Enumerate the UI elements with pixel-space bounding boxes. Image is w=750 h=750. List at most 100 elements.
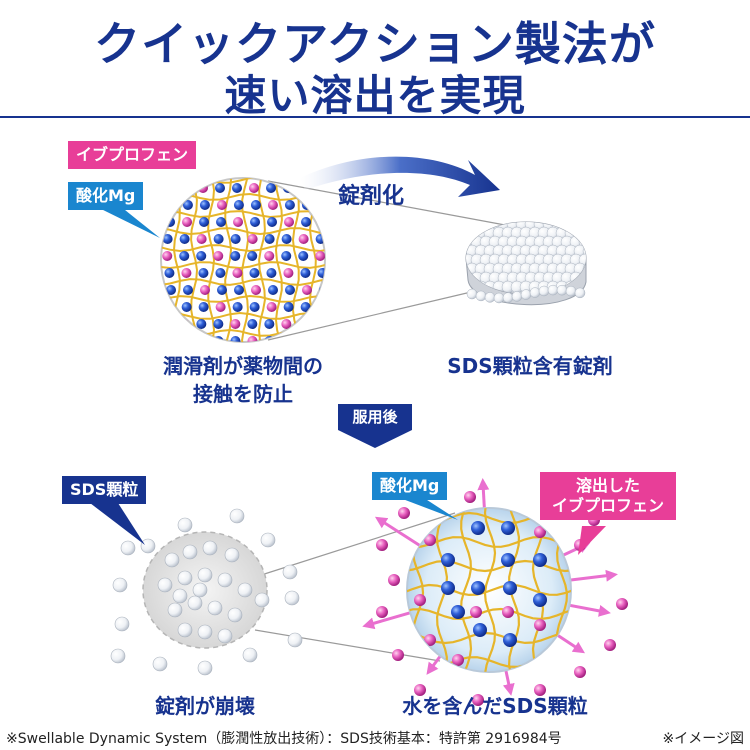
magnesium-oxide-particle (181, 183, 191, 193)
granule-bead (110, 648, 126, 664)
released-ibuprofen-line-2: イブプロフェン (552, 496, 665, 515)
ibuprofen-particle (215, 302, 226, 312)
magnesium-oxide-particle (281, 234, 292, 244)
magnesium-oxide-particle (198, 268, 209, 278)
magnesium-oxide-particle (216, 217, 227, 227)
magnesium-oxide-particle (266, 268, 277, 278)
magnesium-oxide-particle (247, 319, 258, 329)
grid-fiber (257, 178, 266, 342)
ibuprofen-particle (452, 654, 464, 666)
magnesium-oxide-particle (182, 200, 193, 210)
granule-bead (574, 287, 586, 299)
granule-bead (511, 291, 523, 302)
ibuprofen-particle (181, 268, 192, 278)
magnesium-oxide-particle (247, 251, 258, 261)
footnote-image-note: ※イメージ図 (662, 731, 744, 747)
ibuprofen-particle (424, 534, 436, 546)
grid-fiber (459, 508, 473, 672)
grid-fiber (241, 178, 250, 342)
granule-bead (164, 552, 180, 568)
crumbling-tablet (110, 508, 303, 676)
granule-microstructure (160, 170, 333, 350)
ibuprofen-particle (250, 285, 261, 295)
tableting-label: 錠剤化 (338, 184, 405, 209)
grid-fiber (161, 261, 325, 270)
released-ibuprofen-particle (472, 694, 484, 706)
magnesium-oxide-particle (315, 336, 325, 342)
granule-bead (254, 592, 270, 608)
granule-bead (578, 222, 586, 231)
magnesium-oxide-particle (471, 581, 485, 595)
ibuprofen-particle (247, 234, 258, 244)
released-ibuprofen-particle (388, 574, 400, 586)
magnesium-oxide-particle (298, 319, 309, 329)
granule-bead (582, 262, 586, 276)
magnesium-oxide-particle (230, 234, 241, 244)
caption-tablet-disintegration: 錠剤が崩壊 (155, 694, 255, 718)
magnesium-oxide-particle (199, 200, 210, 210)
magnesium-oxide-particle (215, 268, 226, 278)
magnesium-oxide-particle (501, 553, 515, 567)
ibuprofen-particle (298, 234, 309, 244)
granule-bead (547, 284, 559, 296)
released-ibuprofen-particle (464, 491, 476, 503)
label-pointers (90, 206, 606, 555)
granule-bead (237, 582, 253, 598)
caption-swollen-granule: 水を含んだSDS顆粒 (402, 694, 588, 718)
magnesium-oxide-particle (267, 217, 278, 227)
magnesium-oxide-particle (233, 200, 244, 210)
magnesium-oxide-particle (216, 285, 227, 295)
header-divider (0, 116, 750, 118)
magnesium-oxide-particle (199, 217, 210, 227)
ibuprofen-particle (267, 200, 278, 210)
granule-bead (242, 647, 258, 663)
released-ibuprofen-particle (534, 684, 546, 696)
grid-fiber (327, 170, 333, 350)
grid-fiber (407, 535, 571, 549)
magnesium-oxide-particle (266, 183, 276, 193)
granule-bead (197, 567, 213, 583)
granule-bead (565, 285, 577, 297)
granule-bead (140, 538, 156, 554)
magnesium-oxide-particle (165, 285, 176, 295)
granule-bead (569, 222, 583, 231)
granule-bead (538, 285, 550, 297)
ibuprofen-particle (196, 336, 207, 342)
magnesium-oxide-particle (196, 251, 207, 261)
released-ibuprofen-particle (398, 507, 410, 519)
granule-bead (229, 508, 245, 524)
magnesium-oxide-particle (249, 302, 260, 312)
grid-fiber (161, 278, 325, 287)
magnesium-oxide-particle (232, 183, 242, 193)
granule-bead (466, 288, 478, 300)
magnesium-oxide-particle (473, 623, 487, 637)
magnesium-oxide-particle (451, 605, 465, 619)
magnesium-oxide-particle (215, 183, 225, 193)
ibuprofen-particle (281, 319, 292, 329)
ibuprofen-particle (264, 251, 275, 261)
magnesium-oxide-particle (284, 285, 295, 295)
magnesium-oxide-particle (318, 285, 325, 295)
ibuprofen-particle (534, 526, 546, 538)
magnesium-oxide-particle (264, 234, 275, 244)
ibuprofen-particle (213, 251, 224, 261)
granule-bead (197, 624, 213, 640)
magnesium-oxide-particle (441, 553, 455, 567)
granule-bead (260, 532, 276, 548)
granule-bead (287, 632, 303, 648)
magnesium-oxide-particle (232, 302, 243, 312)
released-ibuprofen-tag: 溶出した イブプロフェン (540, 472, 677, 520)
ibuprofen-tag: イブプロフェン (68, 141, 197, 169)
granule-bead (227, 607, 243, 623)
magnesium-oxide-particle (300, 268, 311, 278)
ibuprofen-particle (165, 200, 176, 210)
after-dosing-label: 服用後 (352, 408, 398, 426)
magnesium-oxide-particle (179, 234, 190, 244)
magnesium-oxide-particle (250, 200, 261, 210)
magnesium-oxide-particle (179, 336, 190, 342)
grid-fiber (483, 508, 497, 672)
granule-bead (224, 547, 240, 563)
granule-bead (520, 289, 532, 300)
granule-bead (177, 622, 193, 638)
